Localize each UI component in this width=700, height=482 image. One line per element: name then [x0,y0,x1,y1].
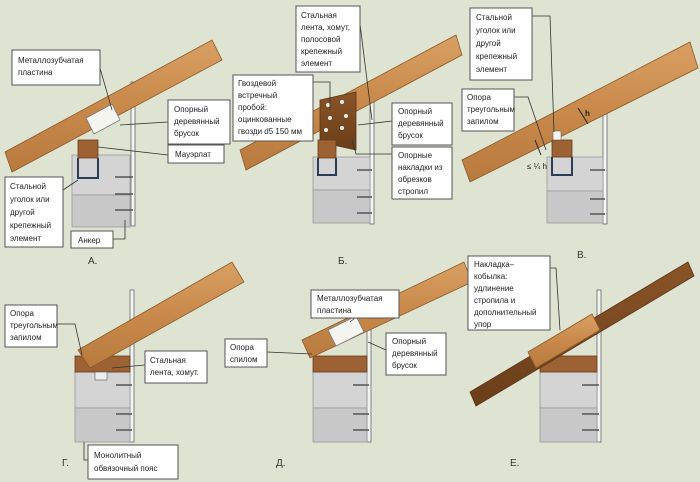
label-pads: Опорные [398,151,433,160]
caption-a: А. [88,256,97,267]
label-nails: Гвоздевой [238,79,276,88]
caption-b: Б. [338,256,347,267]
label-support: Опора [467,93,491,102]
caption-e: Е. [510,458,519,469]
steel-angle [77,158,99,179]
label-overlay: Накладка– [474,260,515,269]
label-support: Опора [10,309,34,318]
rafter [77,261,245,369]
label-bar: Опорный [398,107,432,116]
vertical-rebar [130,81,136,227]
rafter [4,39,223,173]
metal-tooth-plate [327,315,365,347]
overlay-plank [527,313,601,369]
mauerlat [77,139,99,159]
label-bar: Опорный [392,337,426,346]
dim-quarter-h: ≤ ¼ h [527,162,547,171]
caption-g: Г. [62,458,69,469]
caption-v: В. [577,250,586,261]
wall-block-upper [71,154,131,196]
label-plate: Металлозубчатая [18,56,84,65]
label-mauerlat: Мауэрлат [175,150,211,159]
metal-tooth-plate [85,103,121,135]
dim-h: h [585,109,590,118]
label-strap: Стальная [301,11,337,20]
label-belt: Монолитный [94,451,141,460]
label-strap: Стальная [150,356,186,365]
label-bar: Опорный [174,105,208,114]
label-plate: Металлозубчатая [317,294,383,303]
caption-d: Д. [276,458,286,469]
label-angle: Стальной [476,13,512,22]
label-anchor: Анкер [78,236,101,245]
label-angle: Стальной [10,182,46,191]
label-support: Опора [230,343,254,352]
wall-block-lower [71,194,131,228]
